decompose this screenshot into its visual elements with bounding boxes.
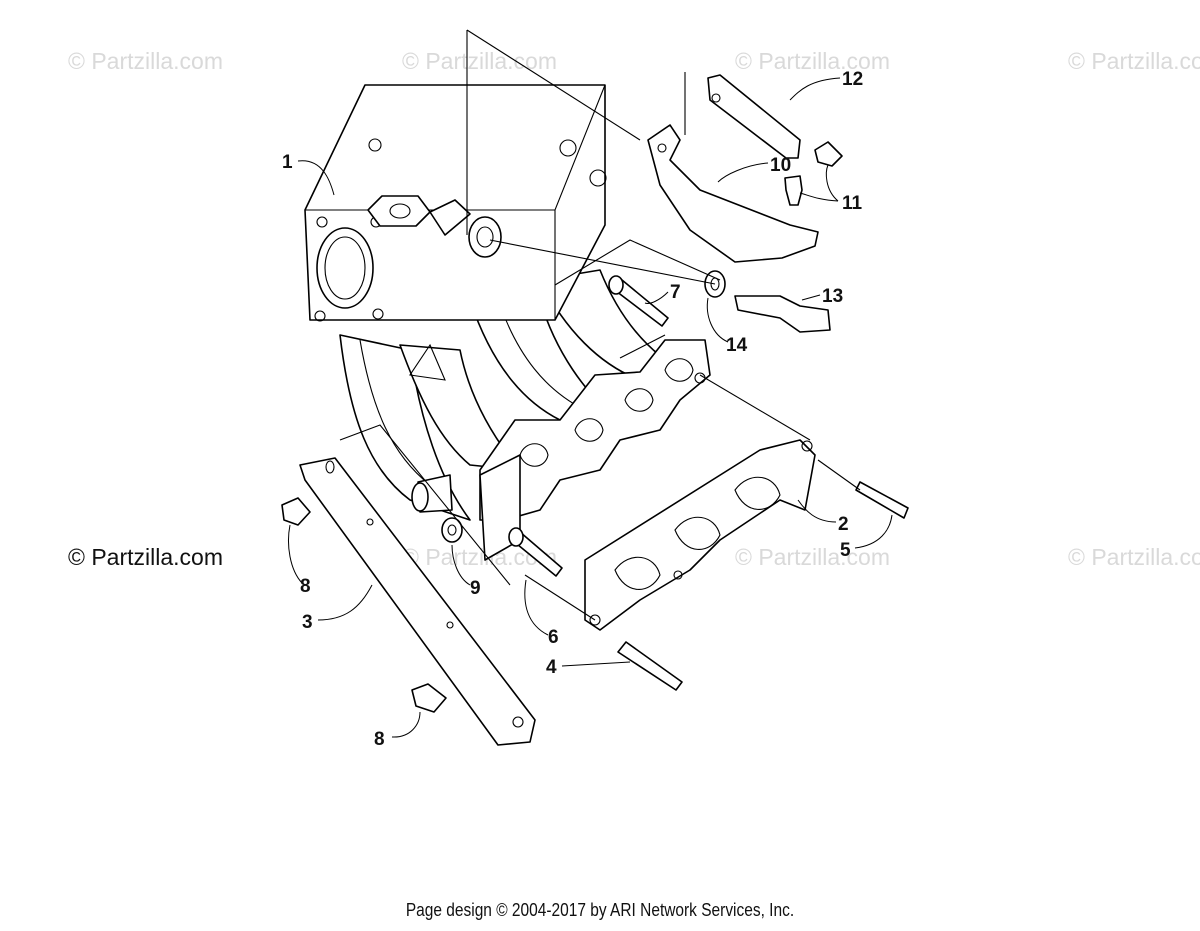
support-bracket [299,457,536,746]
watermark: © Partzilla.com [735,544,890,570]
callout-3: 3 [302,612,313,633]
watermark: © Partzilla.com [1068,544,1200,570]
callout-13: 13 [822,286,843,307]
intake-manifold-body [304,84,711,561]
manifold-gasket [584,439,816,631]
sensor-brackets [647,74,819,263]
callout-1: 1 [282,152,293,173]
callout-7: 7 [670,282,681,303]
callout-2: 2 [838,514,849,535]
callout-labels: 1 2 3 4 5 6 7 8 8 9 10 11 12 13 14 [282,69,863,750]
watermark-dark: © Partzilla.com [68,544,223,570]
callout-10: 10 [770,155,791,176]
alignment-lines [339,29,861,621]
callout-8-lower: 8 [374,729,385,750]
watermark: © Partzilla.com [735,48,890,74]
callout-11: 11 [842,193,863,214]
callout-8-upper: 8 [300,576,311,597]
callout-6: 6 [548,627,559,648]
callout-9: 9 [470,578,481,599]
callout-5: 5 [840,540,851,561]
page-footer: Page design © 2004-2017 by ARI Network S… [405,900,795,920]
watermark: © Partzilla.com [402,48,557,74]
callout-14: 14 [726,335,748,356]
callout-12: 12 [842,69,863,90]
callout-4: 4 [546,657,557,678]
watermark: © Partzilla.com [1068,48,1200,74]
watermark: © Partzilla.com [68,48,223,74]
leader-lines [288,77,893,738]
fasteners [281,141,909,713]
